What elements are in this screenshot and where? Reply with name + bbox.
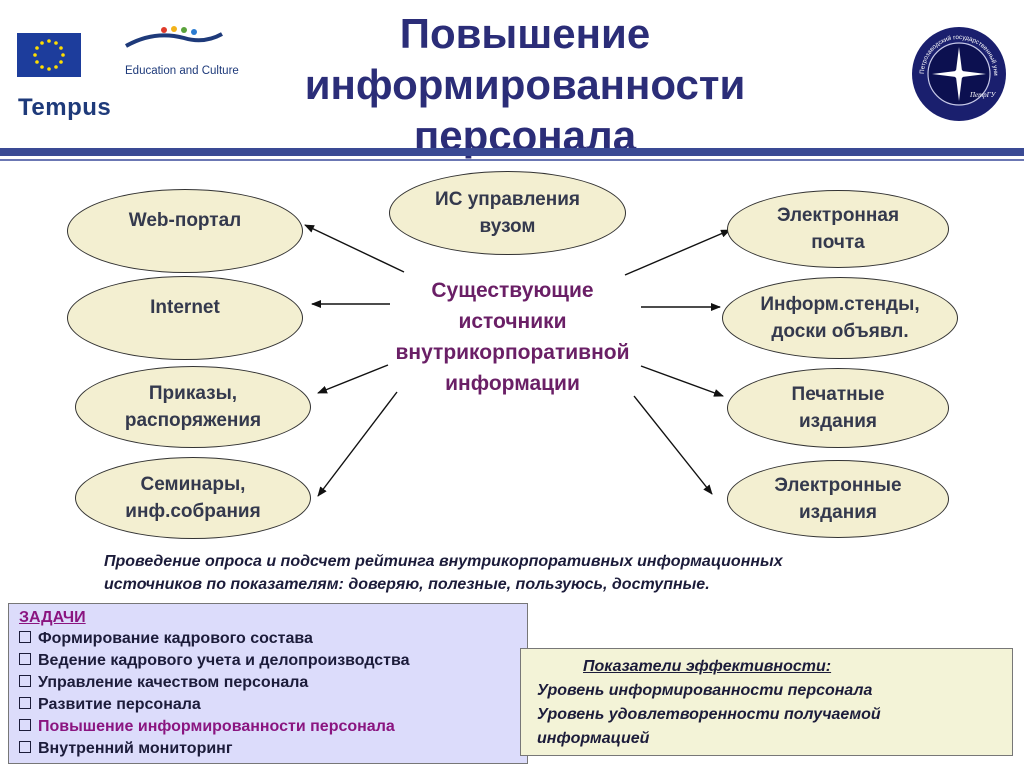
arrow-to-web-portal bbox=[304, 224, 405, 273]
center-node: Существующие источники внутрикорпоративн… bbox=[395, 279, 630, 395]
tasks-box: ЗАДАЧИ Формирование кадрового состава Ве… bbox=[8, 603, 528, 764]
survey-note: Проведение опроса и подсчет рейтинга вну… bbox=[104, 553, 783, 593]
task-item: Ведение кадрового учета и делопроизводст… bbox=[19, 650, 517, 672]
task-item: Управление качеством персонала bbox=[19, 672, 517, 694]
task-item: Формирование кадрового состава bbox=[19, 628, 517, 650]
kpi-item: Уровень удовлетворенности получаемой bbox=[537, 706, 881, 723]
task-item-highlighted: Повышение информированности персонала bbox=[19, 716, 517, 738]
node-orders: Приказы,распоряжения bbox=[75, 366, 311, 448]
checkbox-icon bbox=[19, 631, 31, 643]
task-item: Развитие персонала bbox=[19, 694, 517, 716]
education-culture-logo bbox=[124, 24, 224, 54]
arrow-to-email bbox=[624, 229, 731, 276]
node-info-boards: Информ.стенды,доски объявл. bbox=[722, 277, 958, 359]
kpi-box: Показатели эффективности: Уровень информ… bbox=[520, 648, 1013, 756]
page-title: Повышение информированности персонала bbox=[290, 8, 760, 161]
tempus-logo-text: Tempus bbox=[18, 94, 112, 121]
eu-flag-logo bbox=[17, 33, 81, 77]
checkbox-icon bbox=[19, 653, 31, 665]
node-seminars: Семинары,инф.собрания bbox=[75, 457, 311, 539]
kpi-heading: Показатели эффективности: bbox=[583, 658, 832, 675]
title-line: информированности bbox=[304, 61, 746, 108]
task-item: Внутренний мониторинг bbox=[19, 738, 517, 760]
tasks-heading: ЗАДАЧИ bbox=[19, 609, 86, 626]
arrow-to-epub bbox=[633, 395, 713, 495]
checkbox-icon bbox=[19, 697, 31, 709]
node-internet: Internet bbox=[67, 276, 303, 360]
checkbox-icon bbox=[19, 675, 31, 687]
university-seal-logo: Петрозаводский государственный университ… bbox=[908, 20, 1008, 123]
education-culture-text: Education and Culture bbox=[125, 65, 239, 77]
kpi-item: информацией bbox=[537, 730, 650, 747]
node-web-portal: Web-портал bbox=[67, 189, 303, 273]
checkbox-icon bbox=[19, 741, 31, 753]
seal-emblem-text: ПетрГУ bbox=[969, 91, 997, 99]
title-line: Повышение bbox=[399, 10, 651, 57]
header-divider-thin bbox=[0, 159, 1024, 161]
checkbox-icon bbox=[19, 719, 31, 731]
arrow-to-seminars bbox=[317, 391, 398, 497]
kpi-item: Уровень информированности персонала bbox=[537, 682, 873, 699]
header-divider bbox=[0, 148, 1024, 156]
